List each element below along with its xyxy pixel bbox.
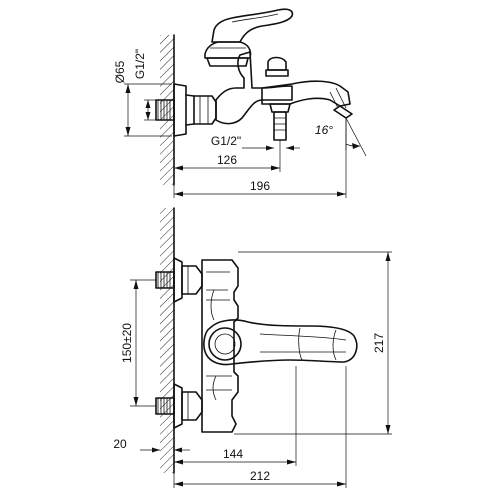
label-diameter: Ø65	[113, 60, 127, 83]
side-dimensions: Ø65 G1/2" G1/2" 16° 126 196	[113, 49, 367, 198]
front-wall	[160, 207, 175, 474]
side-view	[155, 8, 353, 186]
side-shower-outlet	[269, 103, 291, 141]
label-144: 144	[223, 447, 243, 461]
side-cartridge-lever	[204, 8, 294, 67]
front-dimensions: 150±20 217 20 144 212	[113, 251, 392, 488]
side-diverter-knob	[265, 56, 289, 77]
label-217: 217	[372, 333, 386, 353]
label-thread-vertical: G1/2"	[133, 49, 147, 79]
side-connector-nut	[193, 95, 217, 125]
label-thread-spout: G1/2"	[211, 134, 241, 148]
side-escutcheon	[173, 83, 195, 137]
side-mixer-body	[215, 51, 293, 125]
front-handle	[203, 319, 358, 366]
label-196: 196	[250, 179, 270, 193]
label-150: 150±20	[120, 323, 134, 363]
front-mixer-body	[201, 259, 239, 433]
front-view	[155, 207, 358, 474]
label-20: 20	[113, 437, 127, 451]
label-212: 212	[250, 469, 270, 483]
label-angle: 16°	[315, 123, 333, 137]
label-126: 126	[217, 153, 237, 167]
